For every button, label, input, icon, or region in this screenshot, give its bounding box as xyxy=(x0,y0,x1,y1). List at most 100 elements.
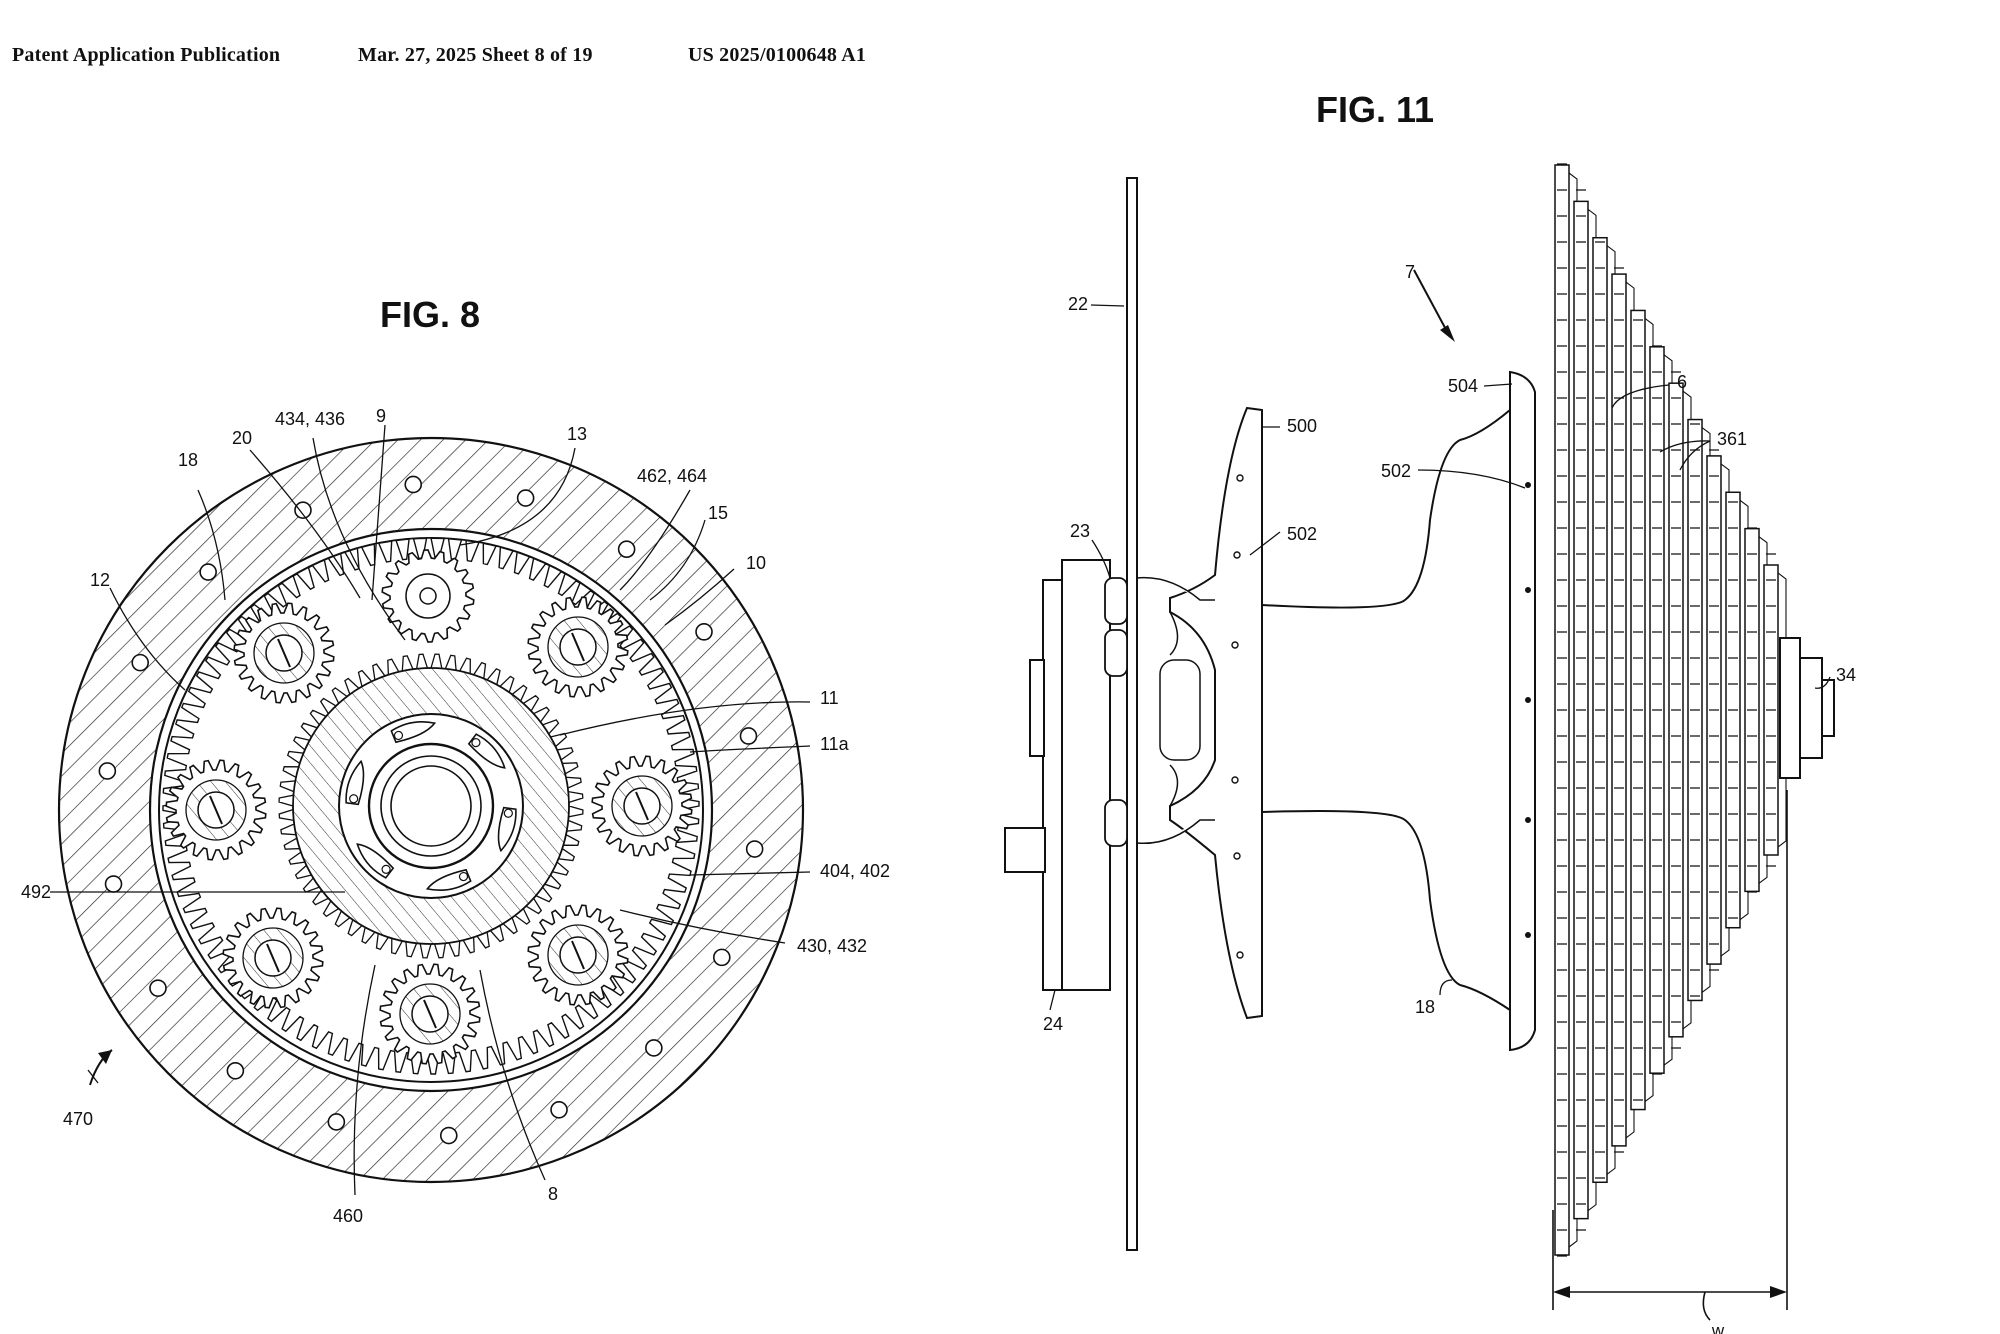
planet-gear xyxy=(233,602,335,704)
ref-470: 470 xyxy=(63,1109,93,1129)
fig-11: FIG. 11 xyxy=(1004,89,1856,1334)
ref-18-fig11: 18 xyxy=(1415,997,1435,1017)
ref-430-432: 430, 432 xyxy=(797,936,867,956)
planet-gear xyxy=(379,963,481,1065)
fig8-pawls xyxy=(345,720,517,892)
bolt-hole xyxy=(149,979,167,997)
fig11-assembly-arrow xyxy=(1413,269,1451,338)
bolt-hole xyxy=(739,727,758,745)
pawl xyxy=(467,733,506,769)
bolt-hole xyxy=(404,475,423,494)
fig11-cassette-flange xyxy=(1509,370,1536,1052)
ref-404-402: 404, 402 xyxy=(820,861,890,881)
ref-10: 10 xyxy=(746,553,766,573)
fig-8-title: FIG. 8 xyxy=(380,294,480,335)
publication-number: US 2025/0100648 A1 xyxy=(688,44,867,66)
bolt-hole xyxy=(550,1101,568,1119)
ref-460: 460 xyxy=(333,1206,363,1226)
ref-20: 20 xyxy=(232,428,252,448)
bolt-hole xyxy=(695,623,713,641)
planet-gear xyxy=(165,759,267,861)
ref-9: 9 xyxy=(376,406,386,426)
ref-8: 8 xyxy=(548,1184,558,1204)
fig11-cassette xyxy=(1554,163,1787,1257)
planet-gear xyxy=(222,907,324,1009)
fig8-leader-lines xyxy=(50,424,811,1196)
pawl xyxy=(425,868,472,892)
fig11-dimension-w xyxy=(1552,790,1788,1321)
ref-22: 22 xyxy=(1068,294,1088,314)
bolt-hole xyxy=(131,653,150,672)
ref-13: 13 xyxy=(567,424,587,444)
fig11-dropout xyxy=(1004,559,1111,991)
sprocket xyxy=(1668,371,1692,1049)
date-sheet: Mar. 27, 2025 Sheet 8 of 19 xyxy=(358,44,593,66)
ref-18: 18 xyxy=(178,450,198,470)
ref-434-436: 434, 436 xyxy=(275,409,345,429)
fig11-hub-flange-500 xyxy=(1169,406,1263,1020)
fig11-flange-holes xyxy=(1231,474,1244,959)
sprocket xyxy=(1763,553,1787,867)
fig11-hub-body xyxy=(1261,407,1511,1012)
bolt-hole xyxy=(745,840,764,858)
bolt-hole xyxy=(294,501,312,519)
ref-24: 24 xyxy=(1043,1014,1063,1034)
bolt-hole xyxy=(645,1039,663,1057)
ref-7: 7 xyxy=(1405,262,1415,282)
bolt-hole xyxy=(98,762,117,780)
sun-gear-tooth-ring xyxy=(278,653,584,959)
ref-500: 500 xyxy=(1287,416,1317,436)
fig11-arrowhead xyxy=(1440,325,1455,342)
fig11-frame-plate xyxy=(1126,177,1138,1251)
planet-gear xyxy=(381,549,475,643)
fig-11-title: FIG. 11 xyxy=(1316,89,1434,130)
dim-arrow-left xyxy=(1553,1286,1570,1298)
bolt-hole xyxy=(104,875,123,893)
dim-arrow-right xyxy=(1770,1286,1787,1298)
ref-34: 34 xyxy=(1836,665,1856,685)
planet-gear xyxy=(527,596,629,698)
publication-type: Patent Application Publication xyxy=(12,44,281,66)
ref-12: 12 xyxy=(90,570,110,590)
fig11-end-cap xyxy=(1779,637,1835,779)
bolt-hole xyxy=(712,948,731,967)
ref-6: 6 xyxy=(1677,372,1687,392)
ref-11a: 11a xyxy=(820,734,850,754)
sprocket xyxy=(1554,163,1578,1257)
fig11-hub-internals xyxy=(1136,576,1215,845)
ref-492: 492 xyxy=(21,882,51,902)
ref-462-464: 462, 464 xyxy=(637,466,707,486)
ref-502-hub: 502 xyxy=(1381,461,1411,481)
ref-504: 504 xyxy=(1448,376,1478,396)
ref-23: 23 xyxy=(1070,521,1090,541)
ref-w: w xyxy=(1711,1321,1725,1334)
bolt-hole xyxy=(617,540,636,559)
sprocket xyxy=(1630,309,1654,1111)
bolt-hole xyxy=(516,489,535,507)
sprocket xyxy=(1649,345,1673,1075)
planet-gear xyxy=(527,904,629,1006)
sprocket xyxy=(1744,527,1768,893)
fig8-sun-gear-teeth xyxy=(278,653,584,959)
planet-gear xyxy=(591,755,693,857)
pawl xyxy=(345,759,365,806)
fig8-axle-bore xyxy=(390,765,472,847)
fig11-flange-dots xyxy=(1525,482,1531,938)
ref-502-flange: 502 xyxy=(1287,524,1317,544)
sprocket xyxy=(1725,491,1749,929)
sprocket xyxy=(1706,449,1730,971)
bolt-hole xyxy=(226,1061,245,1080)
pawl xyxy=(356,843,395,879)
pawl xyxy=(390,720,437,744)
sprocket xyxy=(1573,189,1597,1231)
pawl xyxy=(497,806,517,853)
fig11-axle-mount xyxy=(1104,577,1128,847)
fig-8: FIG. 8 xyxy=(21,294,890,1226)
ref-15: 15 xyxy=(708,503,728,523)
bolt-hole xyxy=(327,1113,346,1131)
ref-11: 11 xyxy=(820,688,839,708)
fig8-housing-ring xyxy=(57,436,805,1184)
ref-361: 361 xyxy=(1717,429,1747,449)
